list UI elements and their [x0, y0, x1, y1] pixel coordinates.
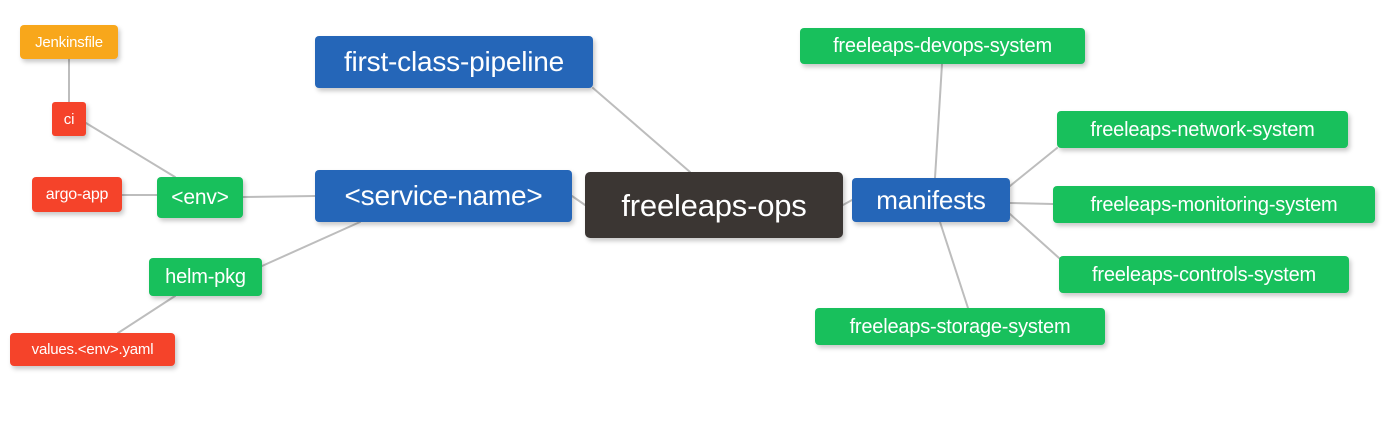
edge-e-ops-manifests [842, 199, 853, 206]
node-jenkinsfile[interactable]: Jenkinsfile [20, 25, 118, 59]
edge-e-manifests-controls [1009, 213, 1060, 259]
edge-e-env-ci [85, 122, 176, 178]
edge-e-manifests-devops [934, 63, 943, 179]
node-freeleaps-ops[interactable]: freeleaps-ops [585, 172, 843, 238]
edge-e-ops-servicename [571, 195, 586, 206]
node-freeleaps-storage-system[interactable]: freeleaps-storage-system [815, 308, 1105, 345]
node-values-yaml[interactable]: values.<env>.yaml [10, 333, 175, 366]
node-freeleaps-controls-system[interactable]: freeleaps-controls-system [1059, 256, 1349, 293]
node-freeleaps-monitoring-system[interactable]: freeleaps-monitoring-system [1053, 186, 1375, 223]
edge-e-manifests-monitoring [1009, 202, 1054, 205]
edge-e-manifests-network [1009, 147, 1058, 187]
node-freeleaps-devops-system[interactable]: freeleaps-devops-system [800, 28, 1085, 64]
node-manifests[interactable]: manifests [852, 178, 1010, 222]
edge-e-ops-pipeline [592, 87, 691, 173]
node-helm-pkg[interactable]: helm-pkg [149, 258, 262, 296]
edge-e-manifests-storage [939, 221, 969, 309]
node-freeleaps-network-system[interactable]: freeleaps-network-system [1057, 111, 1348, 148]
edge-e-servicename-helmpkg [261, 221, 361, 267]
node-argo-app[interactable]: argo-app [32, 177, 122, 212]
node-service-name[interactable]: <service-name> [315, 170, 572, 222]
edge-e-servicename-env [242, 195, 316, 198]
node-ci[interactable]: ci [52, 102, 86, 136]
edge-e-helmpkg-values [117, 295, 176, 334]
node-first-class-pipeline[interactable]: first-class-pipeline [315, 36, 593, 88]
node-env[interactable]: <env> [157, 177, 243, 218]
